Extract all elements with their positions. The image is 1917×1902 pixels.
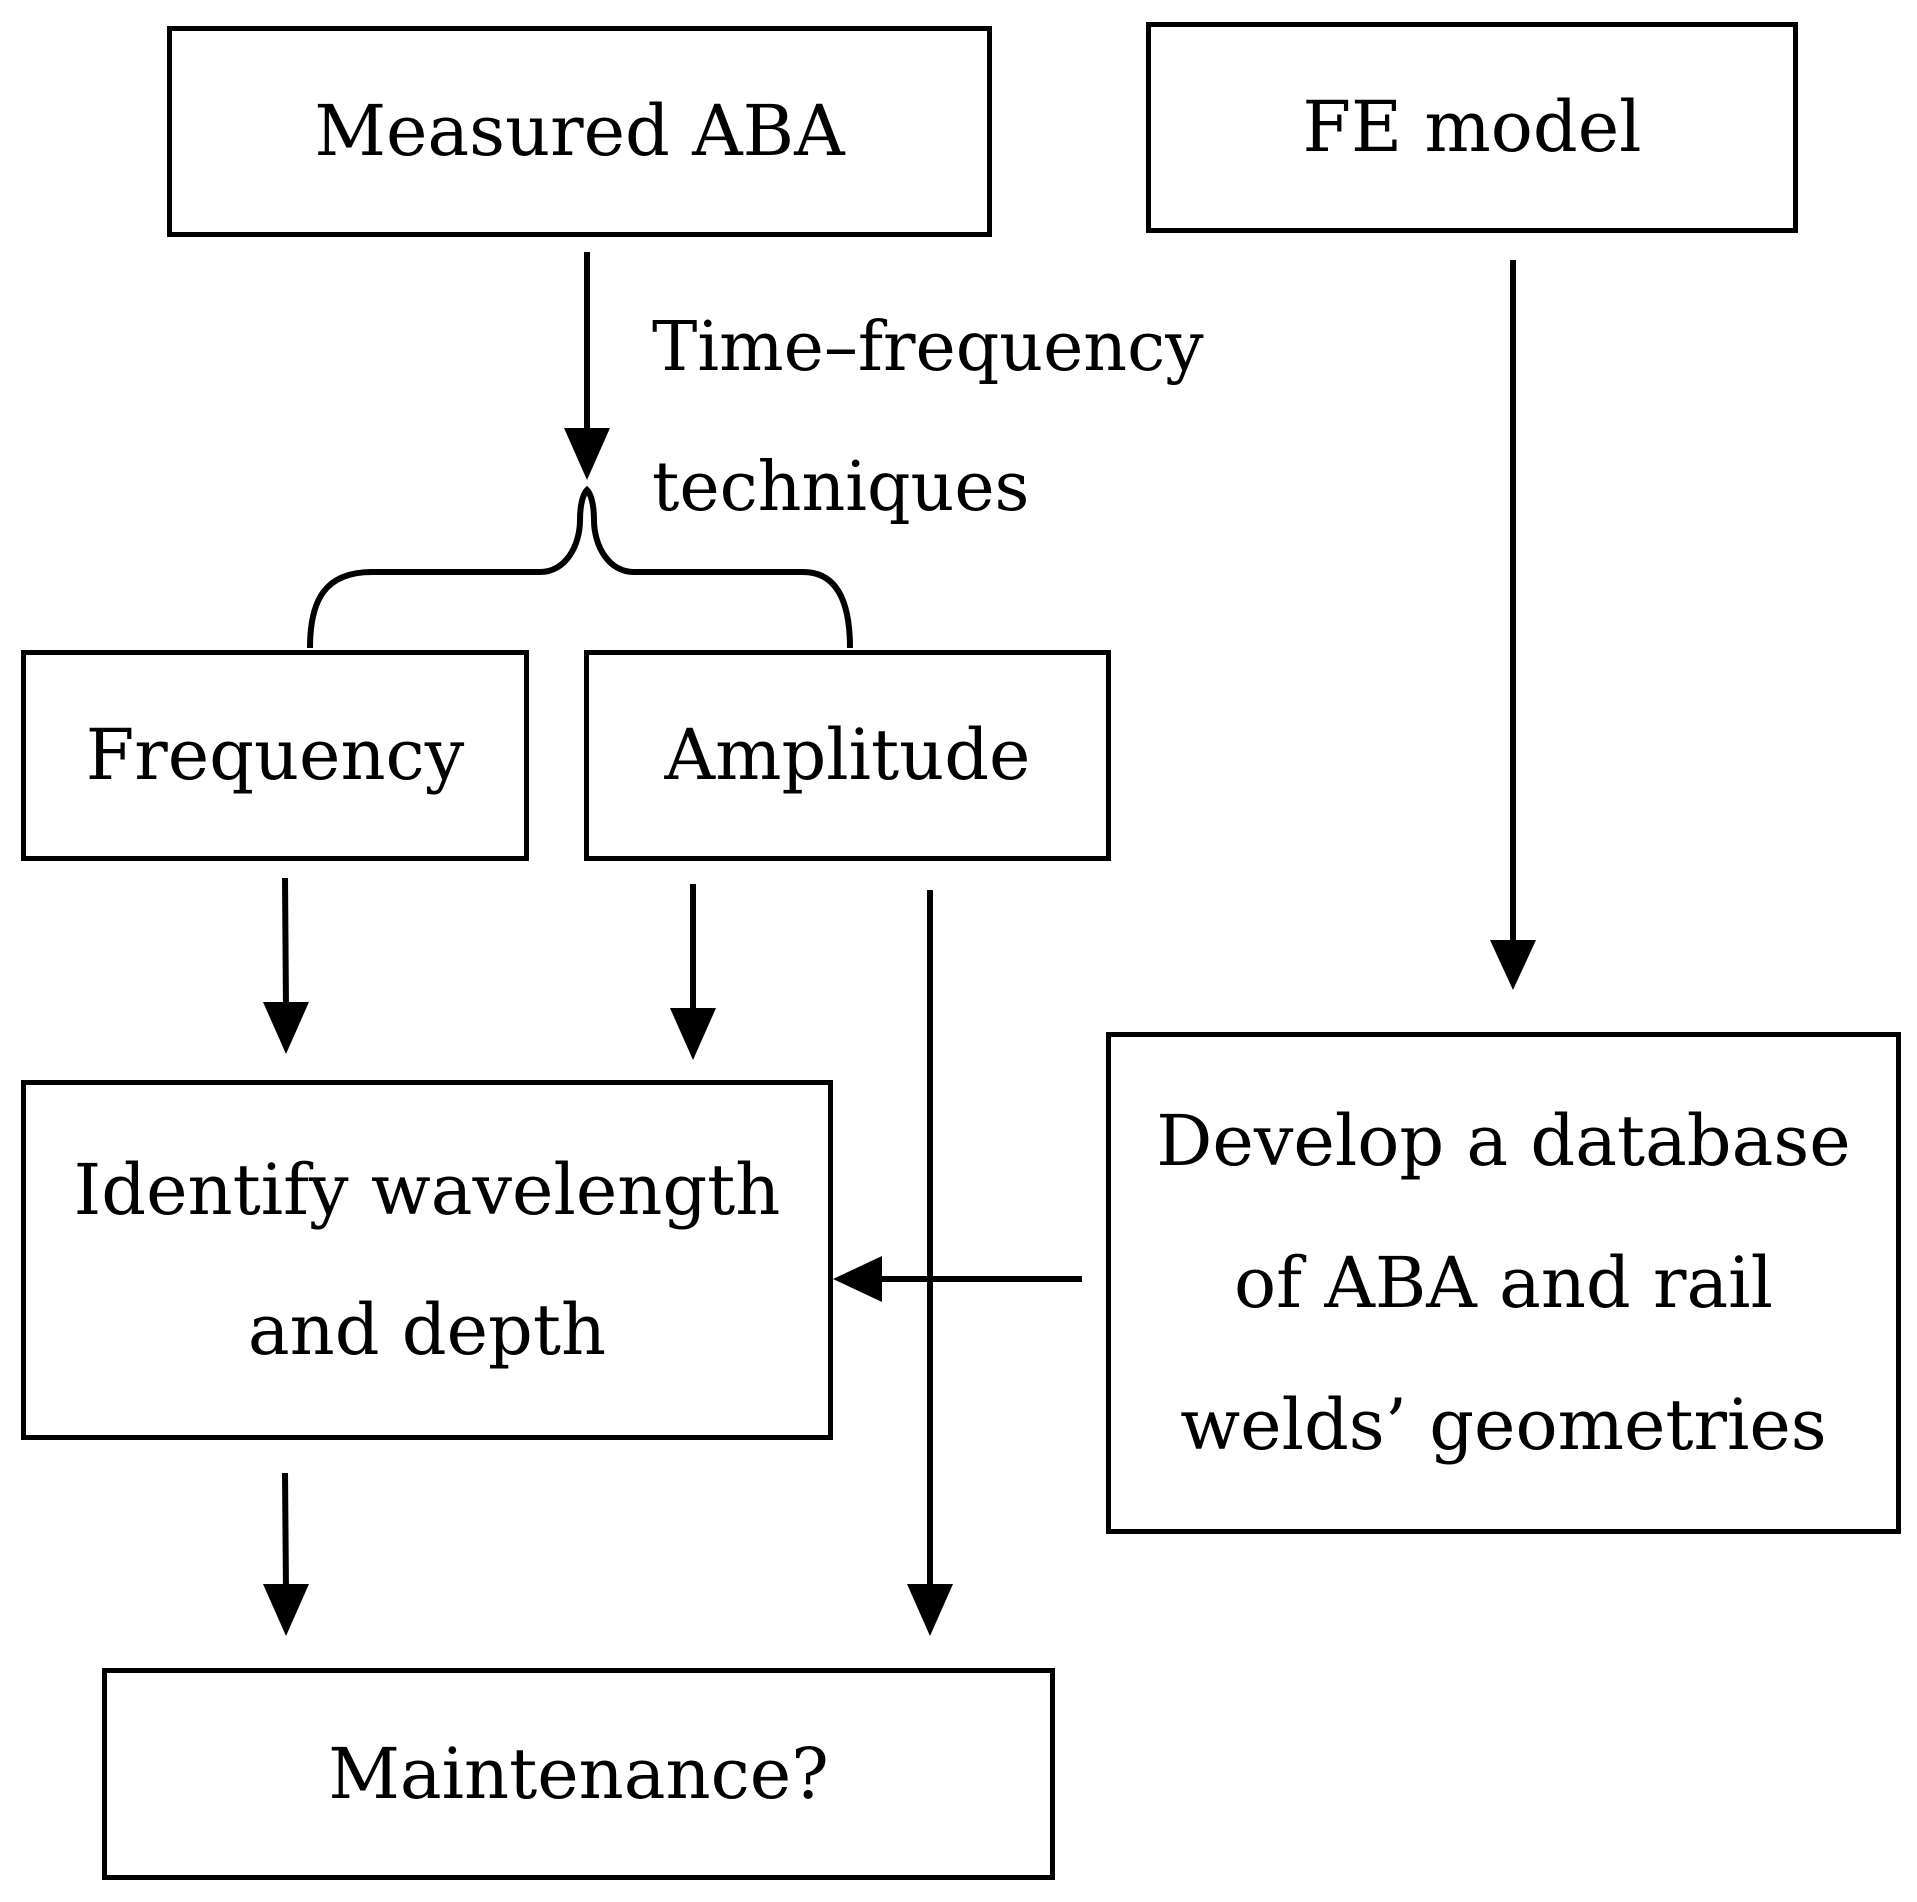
node-label-line: Identify wavelength — [73, 1149, 781, 1231]
node-label-line: and depth — [247, 1289, 607, 1371]
node-fe-model: FE model — [1146, 22, 1798, 233]
node-label-line: of ABA and rail — [1234, 1242, 1773, 1324]
arrowhead-identify-to-maintenance — [263, 1584, 309, 1636]
node-label: Develop a database of ABA and rail welds… — [1156, 1070, 1850, 1496]
node-identify-wavelength-depth: Identify wavelength and depth — [21, 1080, 833, 1440]
node-label-line: Frequency — [85, 714, 465, 797]
edge-frequency-to-identify — [282, 877, 289, 1011]
edge-label-line: Time–frequency — [652, 308, 1204, 387]
arrowhead-frequency-to-identify — [263, 1002, 309, 1054]
arrowhead-measured-to-brace — [564, 428, 610, 480]
node-measured-aba: Measured ABA — [167, 26, 992, 237]
brace-split — [307, 485, 853, 649]
node-maintenance: Maintenance? — [102, 1668, 1055, 1880]
node-label: Identify wavelength and depth — [74, 1120, 781, 1400]
node-develop-database: Develop a database of ABA and rail welds… — [1106, 1032, 1901, 1534]
node-label: Frequency — [86, 701, 465, 810]
node-label: Maintenance? — [328, 1720, 829, 1829]
node-label-line: Develop a database — [1156, 1100, 1851, 1182]
edge-identify-to-maintenance — [282, 1472, 289, 1593]
node-label-line: FE model — [1302, 86, 1642, 169]
arrowhead-database-to-identify — [833, 1256, 882, 1302]
arrowhead-amplitude-to-identify — [670, 1008, 716, 1060]
node-label-line: Measured ABA — [314, 90, 845, 173]
node-label: Amplitude — [665, 701, 1031, 810]
node-label-line: Maintenance? — [328, 1732, 829, 1815]
node-amplitude: Amplitude — [584, 650, 1111, 861]
edge-label-time-frequency: Time–frequency techniques — [652, 278, 1204, 558]
arrowhead-amplitude-to-maintenance — [907, 1584, 953, 1636]
node-label-line: welds’ geometries — [1180, 1384, 1827, 1466]
node-label: Measured ABA — [314, 77, 844, 186]
arrowhead-fe-to-database — [1490, 940, 1536, 990]
node-label-line: Amplitude — [664, 714, 1031, 797]
node-frequency: Frequency — [21, 650, 529, 861]
edge-label-line: techniques — [652, 448, 1030, 527]
node-label: FE model — [1302, 73, 1641, 182]
